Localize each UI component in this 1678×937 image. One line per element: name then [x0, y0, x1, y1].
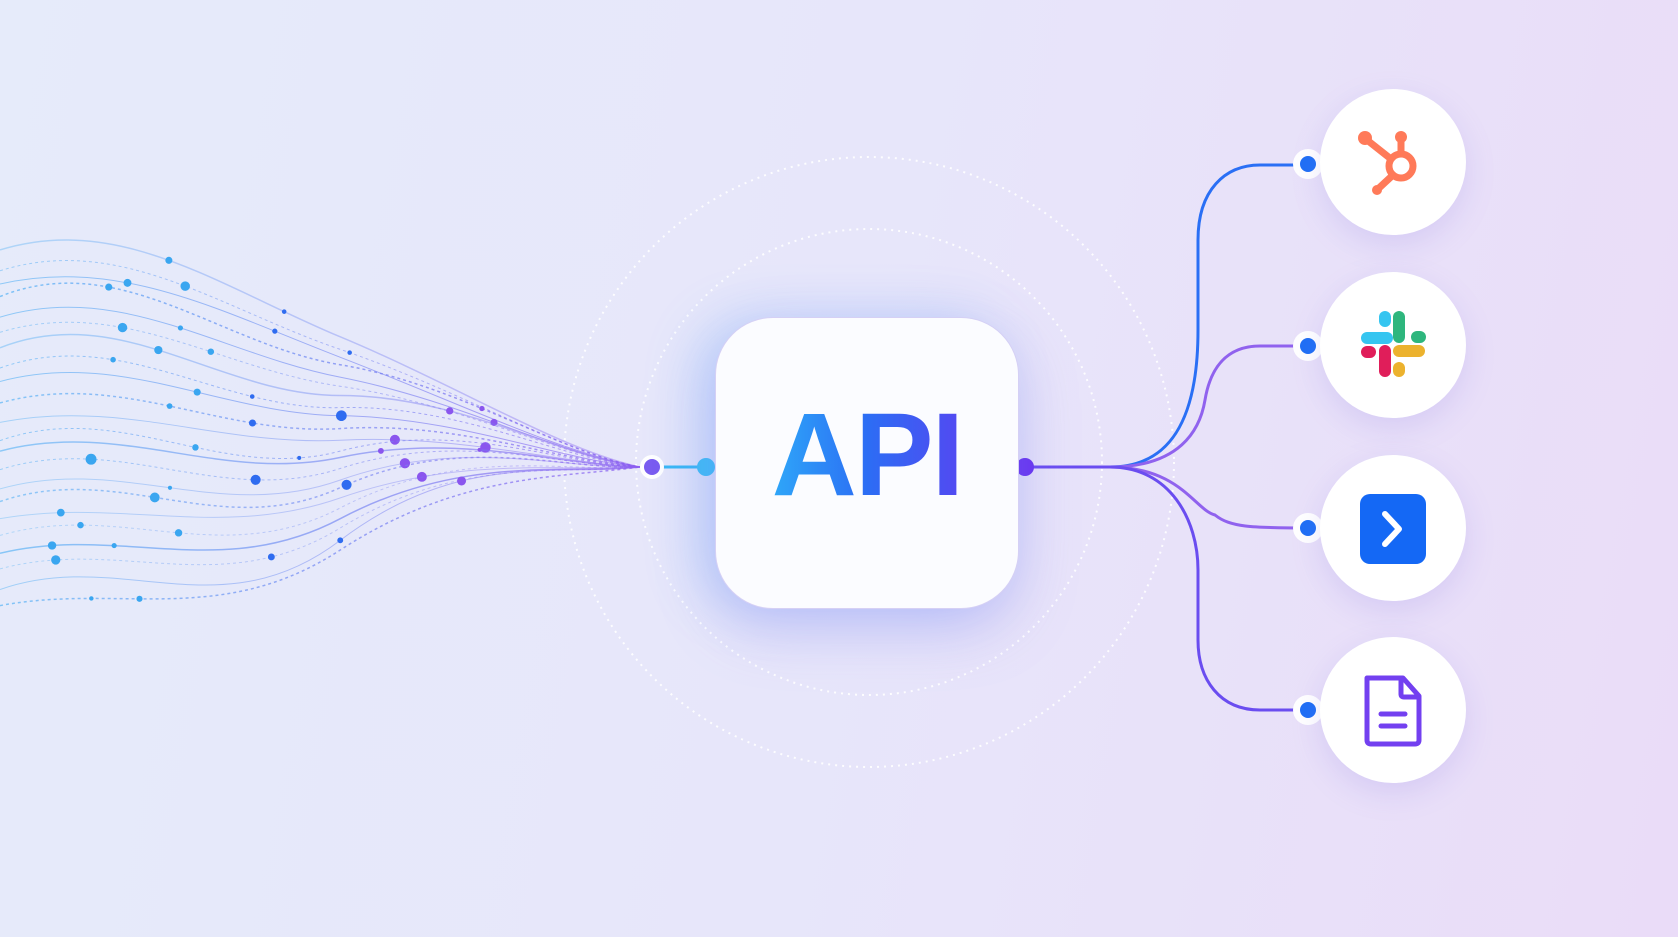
data-stream-line [0, 450, 641, 481]
card-output-dot [1016, 458, 1034, 476]
data-point [267, 553, 275, 561]
data-point [165, 256, 173, 264]
document-icon [1364, 675, 1422, 747]
data-stream-line [0, 466, 641, 520]
integration-terminal[interactable] [1320, 455, 1466, 601]
data-point [47, 541, 57, 550]
data-stream-line [0, 427, 641, 468]
integration-hubspot[interactable] [1320, 89, 1466, 235]
data-stream-line [0, 282, 641, 468]
data-point [248, 419, 257, 427]
data-stream-line [0, 457, 641, 496]
data-point [446, 407, 454, 415]
inner-ring [635, 228, 1103, 696]
data-stream-line [0, 276, 641, 468]
data-point [117, 322, 128, 333]
data-point [56, 508, 65, 517]
data-point [154, 345, 163, 355]
data-point [457, 476, 467, 486]
data-point [297, 455, 302, 460]
data-point [110, 356, 116, 363]
data-point [192, 444, 199, 451]
hubspot-icon [1358, 131, 1417, 195]
data-point [347, 350, 352, 355]
data-point [281, 309, 287, 314]
outer-ring [563, 156, 1175, 768]
data-stream-line [0, 456, 641, 509]
data-point [250, 474, 261, 485]
data-stream-line [0, 333, 641, 468]
data-point [337, 537, 344, 544]
data-point [174, 529, 183, 537]
data-point [479, 405, 485, 412]
data-point [336, 410, 347, 422]
data-point [51, 555, 61, 565]
api-card[interactable]: API [715, 317, 1019, 609]
data-point [89, 596, 94, 601]
data-point [389, 434, 400, 445]
data-stream-line [0, 466, 641, 555]
data-point [477, 447, 482, 452]
data-point [193, 388, 201, 396]
data-stream-line [0, 371, 641, 468]
data-point [249, 394, 255, 399]
api-label: API [716, 396, 1018, 514]
input-dot [644, 459, 660, 475]
data-stream-line [0, 355, 641, 468]
data-point [77, 521, 84, 529]
data-stream-line [0, 466, 641, 570]
data-point [136, 595, 143, 602]
data-stream-line [0, 465, 641, 536]
data-stream-line [0, 239, 641, 468]
branch-lines [1025, 163, 1309, 712]
data-point [180, 281, 190, 291]
data-stream-line [0, 415, 641, 468]
data-point [105, 283, 113, 291]
data-stream-line [0, 321, 641, 468]
data-point [377, 447, 384, 454]
data-point [207, 348, 215, 355]
data-point [85, 453, 97, 465]
data-point [166, 403, 173, 409]
data-point [123, 278, 132, 287]
data-point [272, 328, 278, 334]
card-input-dot [697, 458, 715, 476]
data-point [167, 485, 173, 490]
data-stream-line [0, 392, 641, 468]
data-stream-line [0, 441, 641, 468]
data-point [341, 479, 352, 490]
data-streams [0, 239, 641, 607]
data-point [177, 325, 184, 331]
data-point [111, 542, 117, 549]
integration-document[interactable] [1320, 637, 1466, 783]
chevron-right-icon [1360, 494, 1426, 564]
integration-slack[interactable] [1320, 272, 1466, 418]
data-point [149, 492, 160, 503]
data-stream-line [0, 466, 641, 607]
integration-port-dots [1293, 149, 1323, 725]
data-stream-line [0, 260, 641, 468]
slack-icon [1361, 311, 1426, 377]
